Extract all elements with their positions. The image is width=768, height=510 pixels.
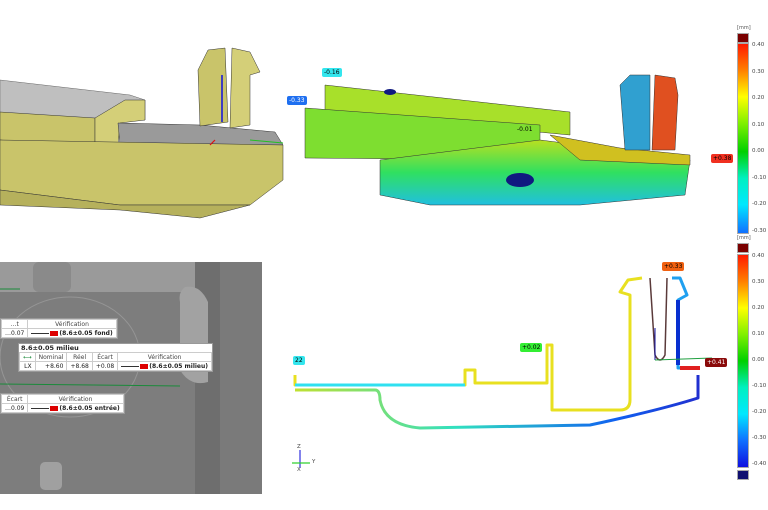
deviation-value: +0.08 — [91, 361, 119, 371]
colorbar-tick-label: -0.30 — [752, 228, 767, 234]
colorbar-tick-label: 0.00 — [752, 357, 765, 363]
nominal-value: +8.60 — [34, 361, 68, 371]
deviation-value: …0.07 — [0, 328, 29, 338]
unit-label: [mm] — [737, 25, 751, 31]
under-range-swatch — [737, 470, 749, 480]
annotation-label[interactable]: +0.41 — [705, 358, 728, 367]
colorbar — [737, 254, 749, 468]
deviation-value: …0.09 — [0, 403, 29, 413]
out-of-tolerance-icon — [50, 330, 59, 336]
deviation-colormap-view[interactable]: -0.16 -0.33 -0.01 +0.38 — [280, 0, 768, 250]
verification-label: (8.6±0.05 fond) — [59, 329, 113, 337]
colorbar-tick-label: -0.30 — [752, 435, 767, 441]
colorbar-tick-label: 0.10 — [752, 331, 765, 337]
section-profile — [292, 276, 713, 468]
colorbar — [737, 43, 749, 234]
annotation-label[interactable]: -0.33 — [287, 96, 307, 105]
axis-x-label: X — [297, 467, 301, 473]
distance-icon: ⟷ — [19, 352, 36, 362]
annotation-label[interactable]: 22 — [293, 356, 305, 365]
measurement-title: 8.6±0.05 milieu — [21, 344, 79, 352]
out-of-tolerance-icon — [50, 405, 59, 411]
actual-value: +8.68 — [66, 361, 93, 371]
section-deviation-view[interactable]: 22 +0.02 +0.33 +0.41 Z Y X — [280, 250, 728, 500]
colorbar-tick-label: 0.20 — [752, 95, 765, 102]
column-header: Vérification — [27, 319, 117, 329]
deviation-model — [304, 74, 691, 206]
cad-model-view[interactable] — [0, 0, 290, 250]
scan-measurement-view[interactable] — [0, 262, 262, 494]
column-header: …t — [0, 319, 29, 329]
annotation-label[interactable]: +0.02 — [520, 343, 543, 352]
colorbar-tick-label: -0.20 — [752, 409, 767, 415]
colorbar-tick-label: -0.10 — [752, 174, 767, 181]
colorbar-tick-label: 0.30 — [752, 279, 765, 285]
colorbar-tick-label: 0.00 — [752, 148, 765, 155]
colorbar-tick-label: -0.40 — [752, 461, 767, 467]
colorbar-tick-label: 0.40 — [752, 42, 765, 48]
colorbar-tick-label: -0.10 — [752, 383, 767, 389]
axis-label: LX — [19, 361, 36, 371]
colorbar-tick-label: 0.40 — [752, 253, 765, 259]
column-header: Vérification — [27, 394, 124, 404]
column-header: Vérification — [117, 352, 213, 362]
cad-model — [0, 47, 284, 219]
verification-label: (8.6±0.05 entrée) — [59, 404, 120, 412]
colorbar-tick-label: -0.20 — [752, 201, 767, 208]
colorbar-tick-label: 0.20 — [752, 305, 765, 311]
out-of-tolerance-icon — [140, 363, 149, 369]
column-header: Nominal — [34, 352, 68, 362]
axis-y-label: Y — [312, 459, 316, 465]
scan-surface — [0, 262, 262, 494]
colorbar-tick-label: 0.30 — [752, 68, 765, 75]
unit-label: [mm] — [737, 235, 751, 241]
column-header: Réel — [66, 352, 93, 362]
verification-label: (8.6±0.05 milieu) — [149, 362, 209, 370]
colorbar-tick-label: 0.10 — [752, 121, 765, 128]
axis-z-label: Z — [297, 444, 301, 450]
column-header: Écart — [91, 352, 119, 362]
annotation-label[interactable]: -0.01 — [517, 126, 533, 133]
over-range-swatch — [737, 243, 749, 253]
annotation-label[interactable]: +0.33 — [662, 262, 685, 271]
over-range-swatch — [737, 33, 749, 43]
annotation-label[interactable]: +0.38 — [711, 154, 734, 163]
column-header: Écart — [0, 394, 29, 404]
annotation-label[interactable]: -0.16 — [322, 68, 342, 77]
